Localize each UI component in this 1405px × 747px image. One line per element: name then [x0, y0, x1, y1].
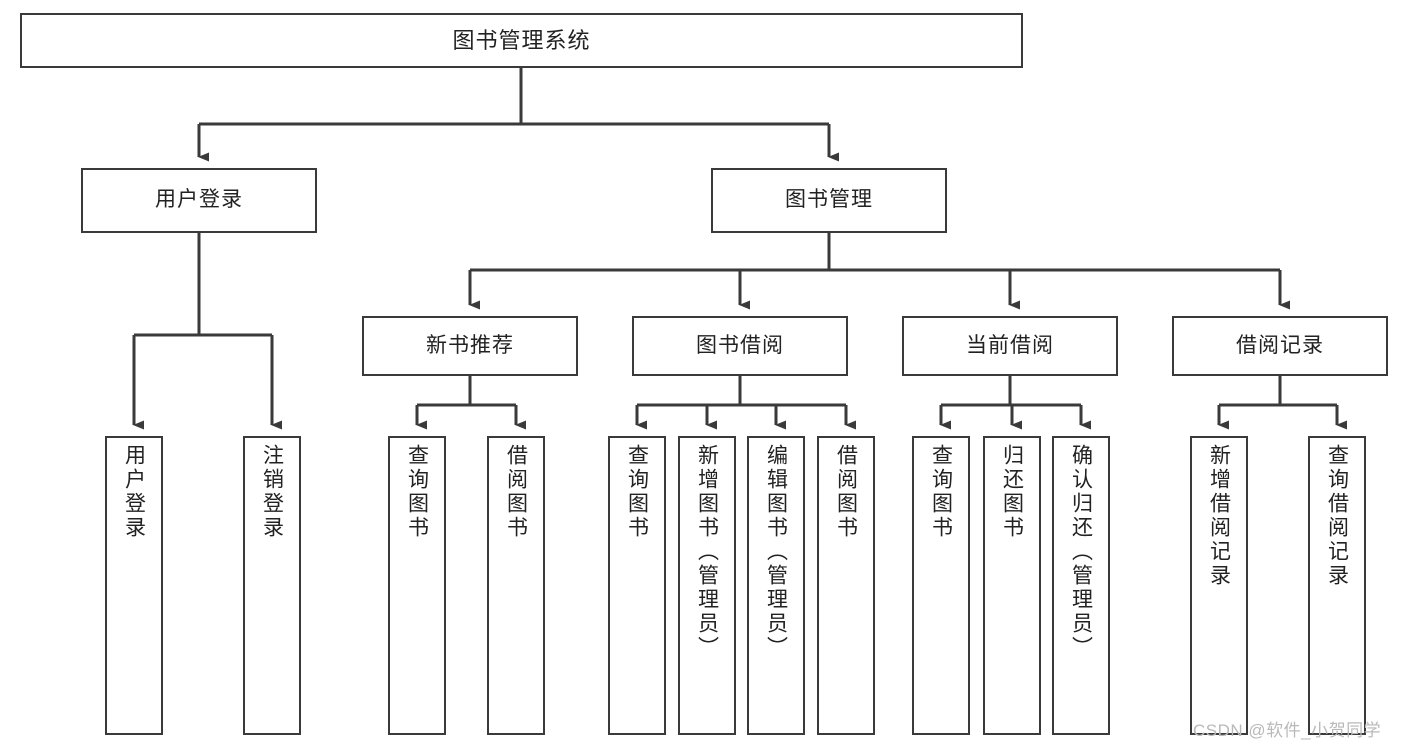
node-label: 查询图书	[929, 444, 953, 540]
node-leaf-add-book-admin[interactable]: 新增图书（管理员）	[678, 436, 736, 735]
node-leaf-return-book[interactable]: 归还图书	[983, 436, 1041, 735]
node-leaf-query-borrow-record[interactable]: 查询借阅记录	[1308, 436, 1366, 735]
node-leaf-query-book-borrow[interactable]: 查询图书	[608, 436, 666, 735]
node-leaf-borrow-book[interactable]: 借阅图书	[817, 436, 875, 735]
node-leaf-edit-book-admin[interactable]: 编辑图书（管理员）	[747, 436, 805, 735]
node-leaf-user-login[interactable]: 用户登录	[105, 436, 163, 735]
node-root[interactable]: 图书管理系统	[20, 13, 1023, 68]
node-label: 归还图书	[1000, 444, 1024, 540]
node-label: 图书管理	[785, 188, 873, 212]
node-label: 新增图书（管理员）	[695, 444, 719, 660]
node-label: 当前借阅	[966, 333, 1054, 357]
node-label: 确认归还（管理员）	[1069, 444, 1093, 660]
node-label: 注销登录	[260, 444, 284, 540]
node-label: 借阅图书	[504, 444, 528, 540]
node-leaf-user-logout[interactable]: 注销登录	[243, 436, 301, 735]
node-current-borrow[interactable]: 当前借阅	[902, 316, 1118, 376]
node-user-login[interactable]: 用户登录	[81, 168, 317, 233]
node-label: 图书借阅	[696, 333, 784, 357]
node-label: 查询借阅记录	[1325, 444, 1349, 588]
node-label: 编辑图书（管理员）	[764, 444, 788, 660]
node-label: 查询图书	[625, 444, 649, 540]
node-label: 用户登录	[155, 188, 243, 212]
node-label: 图书管理系统	[452, 27, 591, 53]
node-leaf-borrow-book-rec[interactable]: 借阅图书	[487, 436, 545, 735]
connector-lines	[132, 68, 1347, 430]
node-new-book-recommend[interactable]: 新书推荐	[362, 316, 578, 376]
node-book-manage[interactable]: 图书管理	[711, 168, 947, 233]
node-leaf-confirm-return-admin[interactable]: 确认归还（管理员）	[1052, 436, 1110, 735]
node-borrow-record[interactable]: 借阅记录	[1172, 316, 1388, 376]
node-leaf-add-borrow-record[interactable]: 新增借阅记录	[1190, 436, 1248, 735]
node-label: 借阅记录	[1236, 333, 1324, 357]
node-leaf-query-book-current[interactable]: 查询图书	[912, 436, 970, 735]
node-label: 用户登录	[122, 444, 146, 540]
node-label: 新增借阅记录	[1207, 444, 1231, 588]
node-label: 借阅图书	[834, 444, 858, 540]
node-label: 新书推荐	[426, 333, 514, 357]
node-label: 查询图书	[405, 444, 429, 540]
node-book-borrow[interactable]: 图书借阅	[632, 316, 848, 376]
node-leaf-query-book-rec[interactable]: 查询图书	[388, 436, 446, 735]
